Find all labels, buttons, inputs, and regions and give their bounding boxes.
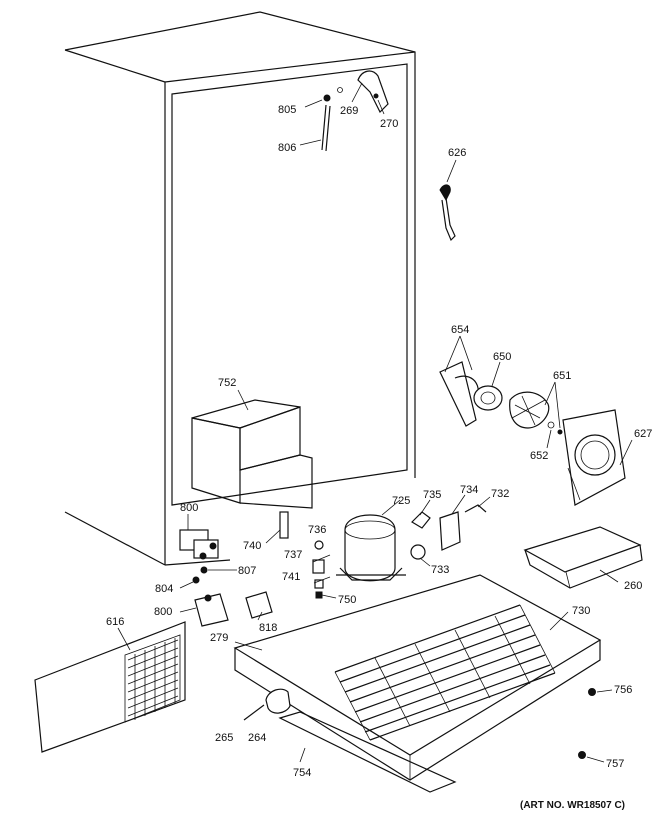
art-number: (ART NO. WR18507 C): [520, 800, 625, 811]
label-756: 756: [614, 684, 632, 696]
label-279: 279: [210, 632, 228, 644]
label-264: 264: [248, 732, 266, 744]
drain-pan-752: [191, 389, 313, 509]
tubing-and-clips: [299, 70, 389, 152]
label-269: 269: [340, 105, 358, 117]
relay-parts: [410, 494, 491, 567]
label-800a: 800: [180, 502, 198, 514]
label-752: 752: [218, 377, 236, 389]
label-265: 265: [215, 732, 233, 744]
fan-assembly: [439, 335, 633, 506]
label-654: 654: [451, 324, 469, 336]
label-270: 270: [380, 118, 398, 130]
label-757: 757: [606, 758, 624, 770]
label-737: 737: [284, 549, 302, 561]
drip-tray-260: [523, 526, 643, 589]
water-valve-800: [179, 514, 219, 560]
condenser-assembly-730: [233, 574, 602, 781]
label-733: 733: [431, 564, 449, 576]
label-741: 741: [282, 571, 300, 583]
parts-265-264-754: [243, 688, 457, 793]
valve-800-lower-and-bracket-818: [179, 591, 273, 627]
label-732: 732: [491, 488, 509, 500]
label-754: 754: [293, 767, 311, 779]
label-725: 725: [392, 495, 410, 507]
label-627: 627: [634, 428, 652, 440]
label-818: 818: [259, 622, 277, 634]
label-735: 735: [423, 489, 441, 501]
part-labels: 805 806 269 270 626 654 650 651 652 627 …: [106, 104, 652, 811]
label-652: 652: [530, 450, 548, 462]
label-730: 730: [572, 605, 590, 617]
small-parts: [265, 511, 337, 599]
label-740: 740: [243, 540, 261, 552]
label-806: 806: [278, 142, 296, 154]
part-626: [439, 159, 457, 242]
screws-756-757: [578, 688, 613, 763]
label-804: 804: [155, 583, 173, 595]
label-651: 651: [553, 370, 571, 382]
label-736: 736: [308, 524, 326, 536]
label-750: 750: [338, 594, 356, 606]
label-805: 805: [278, 104, 296, 116]
label-650: 650: [493, 351, 511, 363]
label-807: 807: [238, 565, 256, 577]
cabinet-back: [64, 11, 416, 566]
compressor-725: [336, 499, 406, 582]
screws-807-804: [179, 566, 237, 589]
label-616: 616: [106, 616, 124, 628]
access-cover-616: [34, 621, 186, 753]
label-734: 734: [460, 484, 478, 496]
label-800b: 800: [154, 606, 172, 618]
label-260: 260: [624, 580, 642, 592]
label-626: 626: [448, 147, 466, 159]
